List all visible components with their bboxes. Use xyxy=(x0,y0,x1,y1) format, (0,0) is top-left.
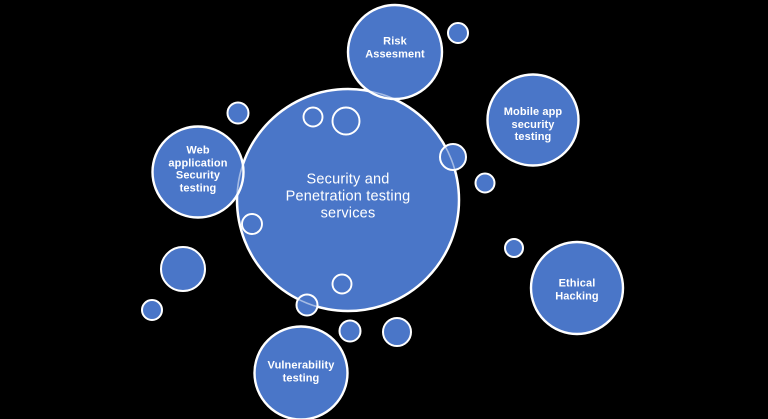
decor-ring xyxy=(241,213,263,235)
bubble-mobile-app-security-testing xyxy=(486,73,580,167)
decor-ring xyxy=(331,106,361,136)
bubble-risk-assesment xyxy=(346,3,444,101)
decor-ring xyxy=(331,273,353,295)
decor-dot xyxy=(338,319,362,343)
bubble-ethical-hacking xyxy=(529,240,625,336)
bubble-central xyxy=(235,87,461,313)
bubble-vulnerability-testing xyxy=(253,325,349,419)
bubble-web-application-security-testing xyxy=(151,125,245,219)
decor-dot xyxy=(160,246,206,292)
decor-ring xyxy=(302,106,324,128)
decor-dot xyxy=(295,293,319,317)
decor-dot xyxy=(141,299,163,321)
decor-dot xyxy=(474,172,496,194)
decor-dot xyxy=(226,101,250,125)
decor-dot xyxy=(504,238,524,258)
decor-dot xyxy=(447,22,469,44)
decor-dot xyxy=(382,317,412,347)
